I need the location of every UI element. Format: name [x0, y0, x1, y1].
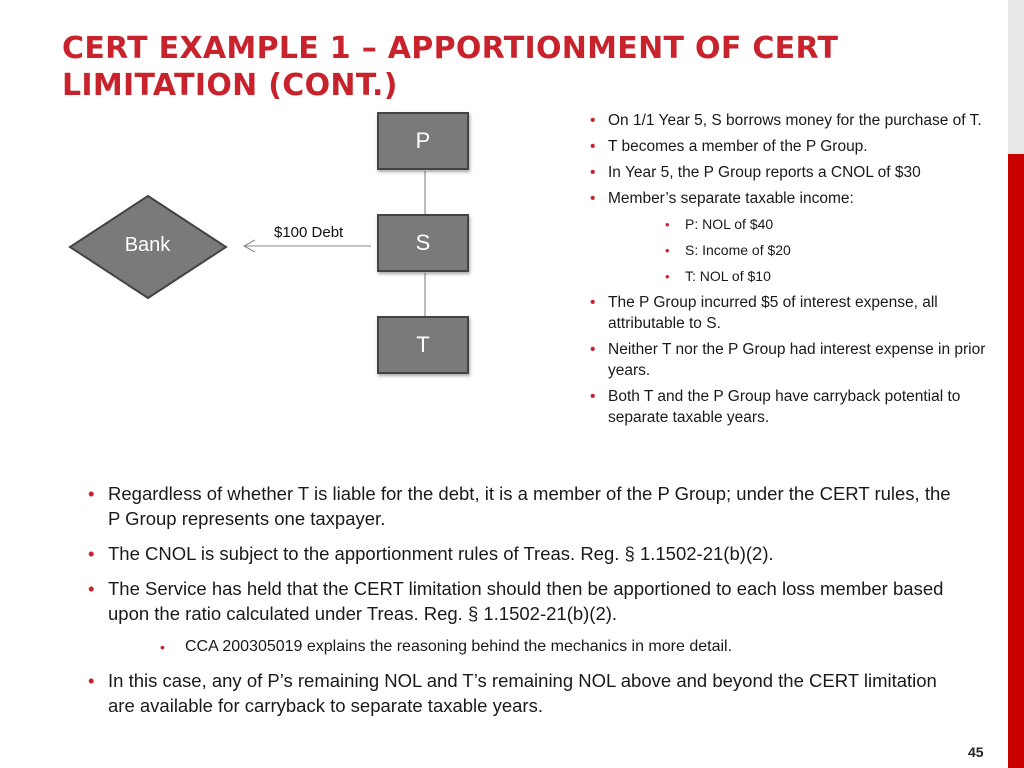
slide-title: CERT Example 1 – Apportionment of CERT L… [62, 31, 839, 103]
facts-item: The P Group incurred $5 of interest expe… [588, 292, 988, 334]
bank-diamond [68, 194, 228, 300]
facts-subitem: P: NOL of $40 [588, 214, 988, 235]
node-bank-label: Bank [124, 234, 171, 256]
debt-arrowhead [242, 239, 256, 253]
facts-list: On 1/1 Year 5, S borrows money for the p… [588, 110, 988, 433]
facts-item: Neither T nor the P Group had interest e… [588, 339, 988, 381]
analysis-item: In this case, any of P’s remaining NOL a… [86, 668, 966, 718]
facts-item: On 1/1 Year 5, S borrows money for the p… [588, 110, 988, 131]
facts-subitem: S: Income of $20 [588, 240, 988, 261]
page-number: 45 [968, 744, 984, 760]
node-t: T [377, 316, 469, 374]
facts-item: T becomes a member of the P Group. [588, 136, 988, 157]
side-accent-bar-bottom [1008, 154, 1024, 768]
analysis-item: The Service has held that the CERT limit… [86, 576, 966, 626]
side-accent-bar-top [1008, 0, 1024, 154]
node-s: S [377, 214, 469, 272]
analysis-list: Regardless of whether T is liable for th… [86, 481, 966, 728]
analysis-item: The CNOL is subject to the apportionment… [86, 541, 966, 566]
analysis-subitem: CCA 200305019 explains the reasoning beh… [86, 636, 966, 658]
analysis-item: Regardless of whether T is liable for th… [86, 481, 966, 531]
facts-item: Member’s separate taxable income: [588, 188, 988, 209]
facts-item: Both T and the P Group have carryback po… [588, 386, 988, 428]
facts-item: In Year 5, the P Group reports a CNOL of… [588, 162, 988, 183]
facts-subitem: T: NOL of $10 [588, 266, 988, 287]
debt-label: $100 Debt [274, 224, 344, 241]
node-p: P [377, 112, 469, 170]
